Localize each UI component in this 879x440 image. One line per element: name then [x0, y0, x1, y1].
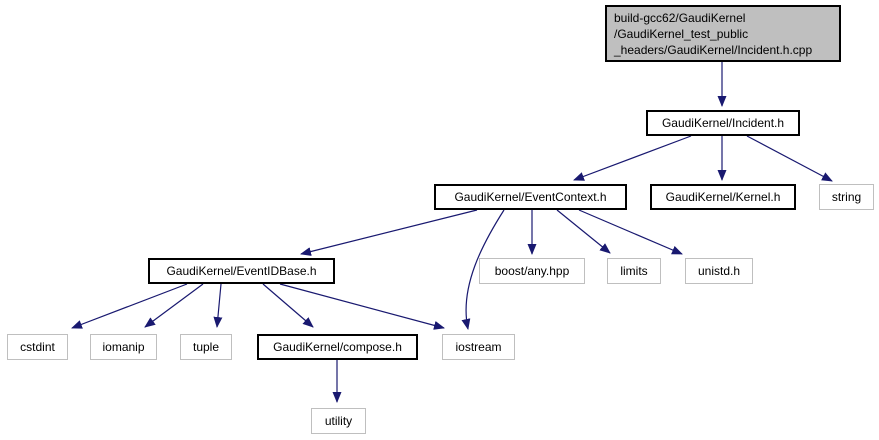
node-label: GaudiKernel/Incident.h — [661, 116, 785, 130]
edge-incident-h-to-string — [746, 135, 833, 182]
node-label: GaudiKernel/EventContext.h — [454, 190, 607, 204]
node-label: limits — [620, 264, 648, 278]
node-eventcontext-h[interactable]: GaudiKernel/EventContext.h — [434, 184, 627, 210]
edge-eventcontext-h-to-unistd-h — [578, 209, 683, 255]
node-eventidbase-h[interactable]: GaudiKernel/EventIDBase.h — [148, 258, 335, 284]
node-label: build-gcc62/GaudiKernel — [614, 10, 746, 25]
node-label: unistd.h — [697, 264, 741, 278]
node-label: cstdint — [20, 340, 55, 354]
node-iomanip[interactable]: iomanip — [90, 334, 157, 360]
node-boost-any-hpp[interactable]: boost/any.hpp — [479, 258, 585, 284]
node-label: tuple — [192, 340, 220, 354]
edge-eventcontext-h-to-eventidbase-h — [300, 209, 478, 256]
node-label: utility — [324, 414, 353, 428]
node-limits[interactable]: limits — [607, 258, 661, 284]
node-label: _headers/GaudiKernel/Incident.h.cpp — [614, 42, 813, 57]
node-incident-h[interactable]: GaudiKernel/Incident.h — [646, 110, 800, 136]
node-label: string — [831, 190, 862, 204]
node-kernel-h[interactable]: GaudiKernel/Kernel.h — [650, 184, 796, 210]
node-compose-h[interactable]: GaudiKernel/compose.h — [257, 334, 418, 360]
node-cstdint[interactable]: cstdint — [7, 334, 68, 360]
node-label: GaudiKernel/Kernel.h — [665, 190, 781, 204]
edge-eventidbase-h-to-iostream — [279, 283, 445, 330]
node-label: boost/any.hpp — [494, 264, 570, 278]
node-incident-h-cpp[interactable]: build-gcc62/GaudiKernel/GaudiKernel_test… — [605, 5, 841, 62]
node-label: /GaudiKernel_test_public — [614, 26, 749, 41]
node-label: GaudiKernel/EventIDBase.h — [166, 264, 317, 278]
edge-eventidbase-h-to-tuple — [213, 283, 223, 328]
edge-eventidbase-h-to-iomanip — [144, 283, 204, 328]
edge-incident-h-to-eventcontext-h — [573, 135, 692, 181]
node-iostream[interactable]: iostream — [442, 334, 515, 360]
edge-eventidbase-h-to-compose-h — [262, 283, 314, 328]
node-unistd-h[interactable]: unistd.h — [685, 258, 753, 284]
edge-eventidbase-h-to-cstdint — [71, 283, 188, 329]
edge-eventcontext-h-to-iostream — [461, 209, 505, 330]
node-tuple[interactable]: tuple — [180, 334, 232, 360]
node-label: iomanip — [102, 340, 145, 354]
node-label: GaudiKernel/compose.h — [273, 340, 402, 354]
node-utility[interactable]: utility — [311, 408, 366, 434]
edge-eventcontext-h-to-limits — [556, 209, 611, 254]
node-string[interactable]: string — [819, 184, 874, 210]
node-label: iostream — [455, 340, 502, 354]
